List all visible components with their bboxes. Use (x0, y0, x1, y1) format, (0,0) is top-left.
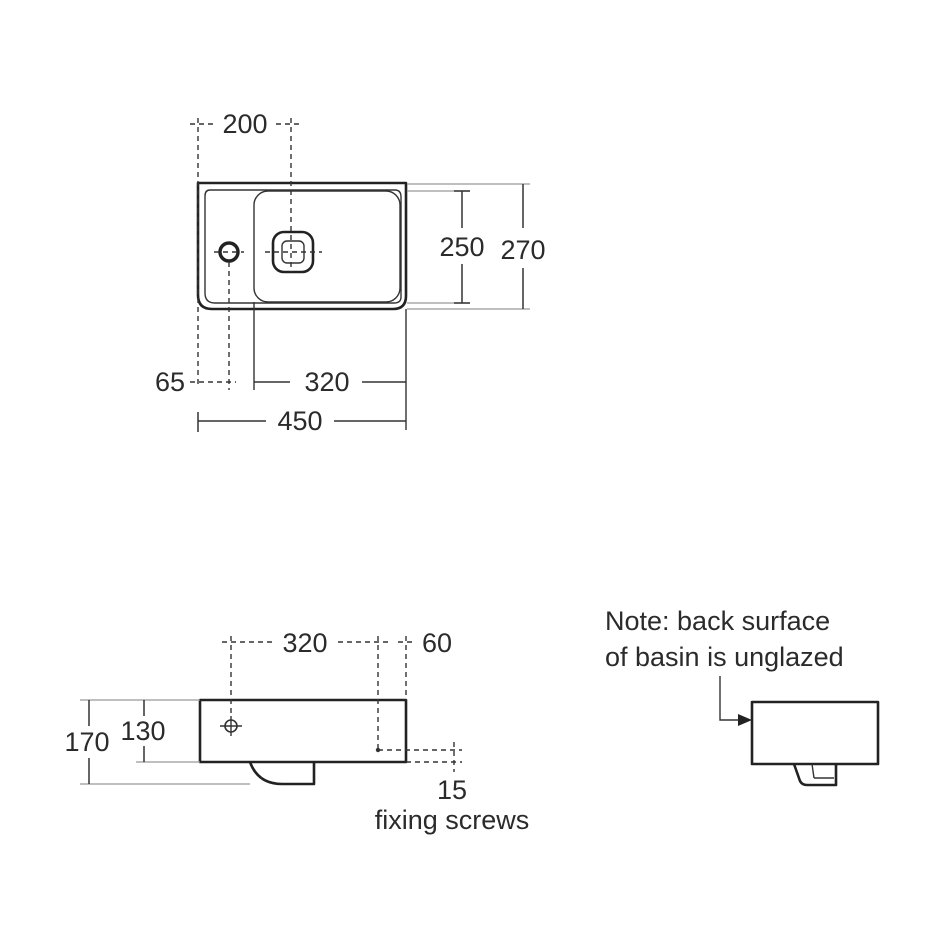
fixing-screw-marker (375, 747, 381, 753)
side-view: Note: back surface of basin is unglazed (605, 606, 880, 787)
dim-label-270: 270 (500, 235, 545, 265)
note-line-2: of basin is unglazed (605, 642, 844, 672)
dim-label-200: 200 (222, 109, 267, 139)
note-leader-arrowhead (738, 714, 752, 726)
dim-label-320-front: 320 (282, 628, 327, 658)
dim-label-15: 15 (437, 775, 467, 805)
fixing-screws-label: fixing screws (375, 805, 530, 835)
dim-label-60: 60 (422, 628, 452, 658)
plan-basin-outline (196, 181, 408, 311)
plan-view: 200 250 270 65 320 450 (155, 109, 546, 436)
plan-basin-rim (204, 189, 402, 304)
dim-label-170: 170 (64, 727, 109, 757)
dim-label-450: 450 (277, 406, 322, 436)
side-waste-spigot (792, 763, 838, 787)
tap-hole (218, 241, 240, 263)
dim-label-65: 65 (155, 367, 185, 397)
front-view: 320 60 170 130 15 fixing screws (64, 628, 529, 835)
front-waste-spigot (248, 761, 316, 786)
plan-bowl (253, 190, 401, 303)
side-waste-detail (811, 763, 815, 779)
note-line-1: Note: back surface (605, 606, 830, 636)
dim-label-130: 130 (120, 716, 165, 746)
side-basin-body (750, 700, 880, 766)
dim-label-250: 250 (439, 232, 484, 262)
dim-label-320-plan: 320 (304, 367, 349, 397)
note-leader-line (719, 676, 742, 721)
